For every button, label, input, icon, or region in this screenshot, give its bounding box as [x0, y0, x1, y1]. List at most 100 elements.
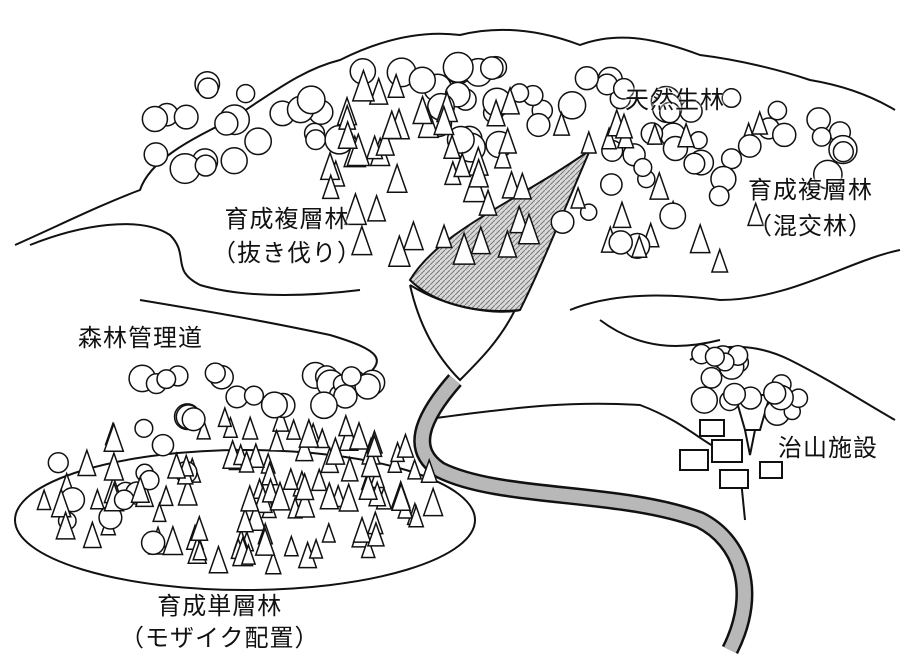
broadleaf-tree — [214, 111, 239, 136]
conifer-tree — [308, 537, 324, 559]
conifer-tree — [512, 171, 533, 200]
broadleaf-tree — [526, 112, 551, 138]
broadleaf-tree — [832, 141, 855, 163]
conifer-tree — [76, 448, 97, 477]
broadleaf-tree — [156, 369, 177, 390]
conifer-tree — [360, 536, 376, 559]
conifer-tree — [89, 487, 106, 510]
broadleaf-tree — [767, 100, 788, 121]
conifer-tree — [375, 127, 396, 156]
conifer-tree — [689, 222, 711, 254]
conifer-tree — [245, 501, 267, 532]
conifer-tree — [751, 109, 769, 135]
broadleaf-tree — [143, 142, 169, 168]
broadleaf-tree — [243, 385, 265, 406]
conifer-tree — [310, 467, 328, 492]
label-forest-road: 森林管理道 — [78, 324, 203, 352]
conifer-tree — [282, 466, 299, 491]
conifer-tree — [271, 406, 290, 432]
conifer-tree — [222, 415, 239, 438]
conifer-tree — [453, 151, 472, 178]
conifer-tree — [285, 417, 302, 440]
broadleaf-tree — [771, 122, 797, 148]
broadleaf-tree — [762, 381, 787, 405]
forest-road-curve-left — [139, 299, 378, 381]
label-multi-layer-mixed: 育成複層林 （混交林） — [748, 172, 873, 244]
conifer-tree — [246, 441, 265, 469]
conifer-tree — [338, 482, 360, 512]
broadleaf-tree — [721, 88, 742, 108]
conifer-tree — [269, 480, 291, 511]
conifer-tree — [435, 223, 453, 249]
broadleaf-tree — [612, 77, 635, 100]
funnel-rim — [409, 284, 521, 313]
broadleaf-tree — [113, 489, 135, 511]
conifer-tree — [264, 549, 282, 575]
broadleaf-tree — [574, 66, 599, 91]
conifer-tree — [552, 110, 571, 136]
conifer-tree — [368, 76, 389, 105]
broadleaf-tree — [479, 56, 504, 80]
conifer-tree — [646, 121, 663, 145]
conifer-tree — [321, 173, 340, 200]
conifer-tree — [387, 233, 411, 268]
conifer-tree — [612, 200, 632, 229]
conifer-tree — [82, 520, 103, 549]
label-multi-layer-thinning-line1: 育成複層林 — [224, 205, 350, 233]
conifer-tree — [152, 501, 167, 523]
broadleaf-tree — [659, 202, 687, 230]
conifer-tree — [387, 451, 403, 473]
conifer-tree — [517, 211, 541, 245]
conifer-tree — [366, 520, 386, 547]
broadleaf-tree — [181, 407, 206, 432]
broadleaf-tree — [305, 129, 327, 151]
broadleaf-tree — [722, 382, 747, 406]
conifer-tree — [676, 121, 696, 148]
conifer-tree — [358, 471, 379, 500]
conifer-tree — [50, 487, 72, 518]
conifer-tree — [387, 72, 406, 99]
conifer-tree — [236, 506, 255, 533]
broadleaf-tree — [683, 152, 706, 175]
broadleaf-tree — [557, 91, 587, 120]
conifer-tree — [350, 224, 373, 256]
conifer-tree — [433, 104, 455, 136]
conifer-tree — [343, 191, 368, 226]
conifer-tree — [580, 129, 598, 154]
broadleaf-tree — [341, 366, 362, 387]
conifer-tree — [649, 170, 670, 200]
broadleaf-tree — [633, 157, 653, 178]
broadleaf-tree — [194, 154, 217, 177]
houses — [679, 419, 783, 489]
conifer-tree — [319, 480, 340, 510]
conifer-tree — [351, 68, 376, 102]
conifer-tree — [130, 474, 151, 503]
conifer-tree — [614, 112, 634, 139]
conifer-tree — [298, 417, 320, 448]
broadleaf-tree — [197, 77, 219, 100]
conifer-tree — [268, 428, 285, 452]
broadleaf-tree — [408, 66, 436, 94]
conifer-tree — [508, 204, 530, 234]
broadleaf-tree — [220, 146, 248, 175]
conifer-tree — [710, 247, 729, 273]
conifer-tree — [314, 426, 330, 449]
conifer-tree — [348, 420, 370, 450]
conifer-tree — [241, 415, 259, 440]
label-multi-layer-thinning: 育成複層林 （抜き伐り） — [212, 202, 362, 270]
conifer-tree — [340, 455, 359, 482]
label-erosion-control: 治山施設 — [778, 434, 878, 462]
conifer-tree — [283, 534, 300, 557]
conifer-tree — [498, 126, 518, 154]
conifer-tree — [366, 193, 387, 222]
conifer-tree — [381, 108, 403, 140]
conifer-tree — [36, 488, 52, 511]
conifer-tree — [103, 450, 125, 481]
broadleaf-tree — [204, 362, 226, 384]
conifer-tree — [321, 521, 337, 543]
broadleaf-tree — [244, 127, 273, 156]
conifer-tree — [196, 418, 212, 440]
label-multi-layer-thinning-line2: （抜き伐り） — [212, 239, 362, 267]
conifer-tree — [452, 231, 476, 265]
